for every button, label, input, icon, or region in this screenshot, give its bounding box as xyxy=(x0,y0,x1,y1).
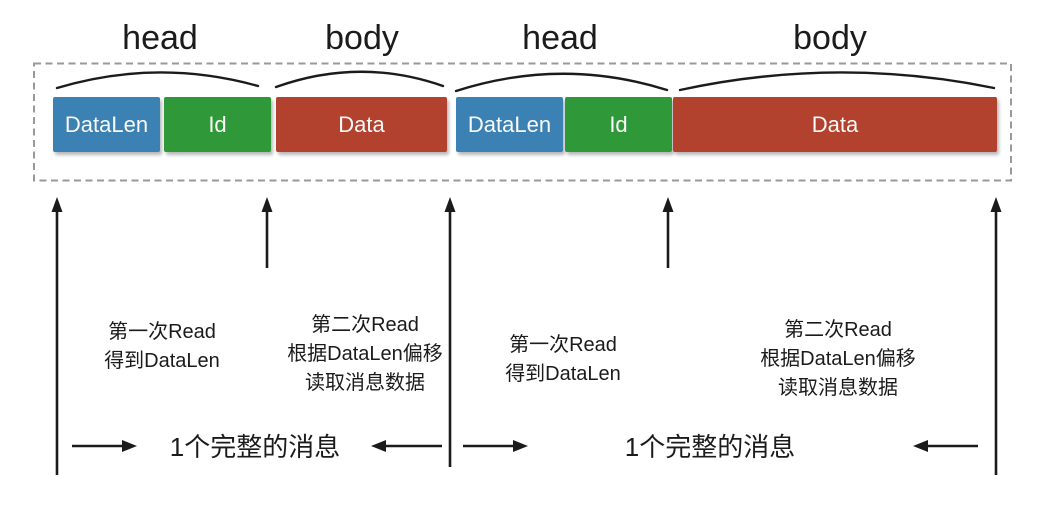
note-first-read-2: 第一次Read 得到DataLen xyxy=(505,331,621,389)
note-line: 根据DataLen偏移 xyxy=(760,348,916,370)
complete-message-label-2: 1个完整的消息 xyxy=(624,432,796,462)
note-line: 读取消息数据 xyxy=(305,372,425,394)
segment-data-2-label: Data xyxy=(811,111,859,137)
up-arrow-message2-body-start xyxy=(662,197,674,268)
note-line: 得到DataLen xyxy=(104,350,220,372)
right-arrow-span2 xyxy=(463,440,528,452)
note-line: 得到DataLen xyxy=(505,363,621,385)
segment-id-1: Id xyxy=(164,97,271,152)
note-line: 根据DataLen偏移 xyxy=(287,343,443,365)
note-second-read-2: 第二次Read 根据DataLen偏移 读取消息数据 xyxy=(760,316,916,403)
up-arrow-message2-start xyxy=(444,197,456,467)
left-arrow-span2 xyxy=(913,440,978,452)
body-brace-1 xyxy=(274,70,445,89)
group-label-head-1: head xyxy=(122,19,198,57)
group-label-head-2: head xyxy=(522,19,598,57)
segment-id-2-label: Id xyxy=(609,111,628,137)
group-label-body-1: body xyxy=(325,19,399,57)
segment-data-1: Data xyxy=(276,97,447,152)
segment-datalen-2: DataLen xyxy=(456,97,563,152)
segment-id-2: Id xyxy=(565,97,672,152)
left-arrow-span1 xyxy=(371,440,442,452)
segment-datalen-2-label: DataLen xyxy=(467,111,552,137)
up-arrow-message1-body-start xyxy=(261,197,273,268)
segment-datalen-1: DataLen xyxy=(53,97,160,152)
note-second-read-1: 第二次Read 根据DataLen偏移 读取消息数据 xyxy=(287,311,443,398)
complete-message-label-1: 1个完整的消息 xyxy=(169,432,341,462)
right-arrow-span1 xyxy=(72,440,137,452)
up-arrow-message2-end xyxy=(990,197,1002,475)
note-first-read-1: 第一次Read 得到DataLen xyxy=(104,318,220,376)
head-brace-1 xyxy=(55,71,260,90)
note-line: 第一次Read xyxy=(108,321,216,343)
byte-stream-dashed-frame xyxy=(33,62,1012,182)
segment-data-1-label: Data xyxy=(338,111,385,137)
body-brace-2 xyxy=(678,71,996,92)
up-arrow-message1-start xyxy=(51,197,63,475)
segment-datalen-1-label: DataLen xyxy=(64,111,149,137)
segment-data-2: Data xyxy=(673,97,997,152)
note-line: 第二次Read xyxy=(784,319,892,341)
note-line: 第二次Read xyxy=(311,314,419,336)
group-label-body-2: body xyxy=(793,19,867,57)
note-line: 第一次Read xyxy=(509,334,617,356)
note-line: 读取消息数据 xyxy=(778,377,898,399)
segment-id-1-label: Id xyxy=(208,111,227,137)
head-brace-2 xyxy=(454,72,669,93)
